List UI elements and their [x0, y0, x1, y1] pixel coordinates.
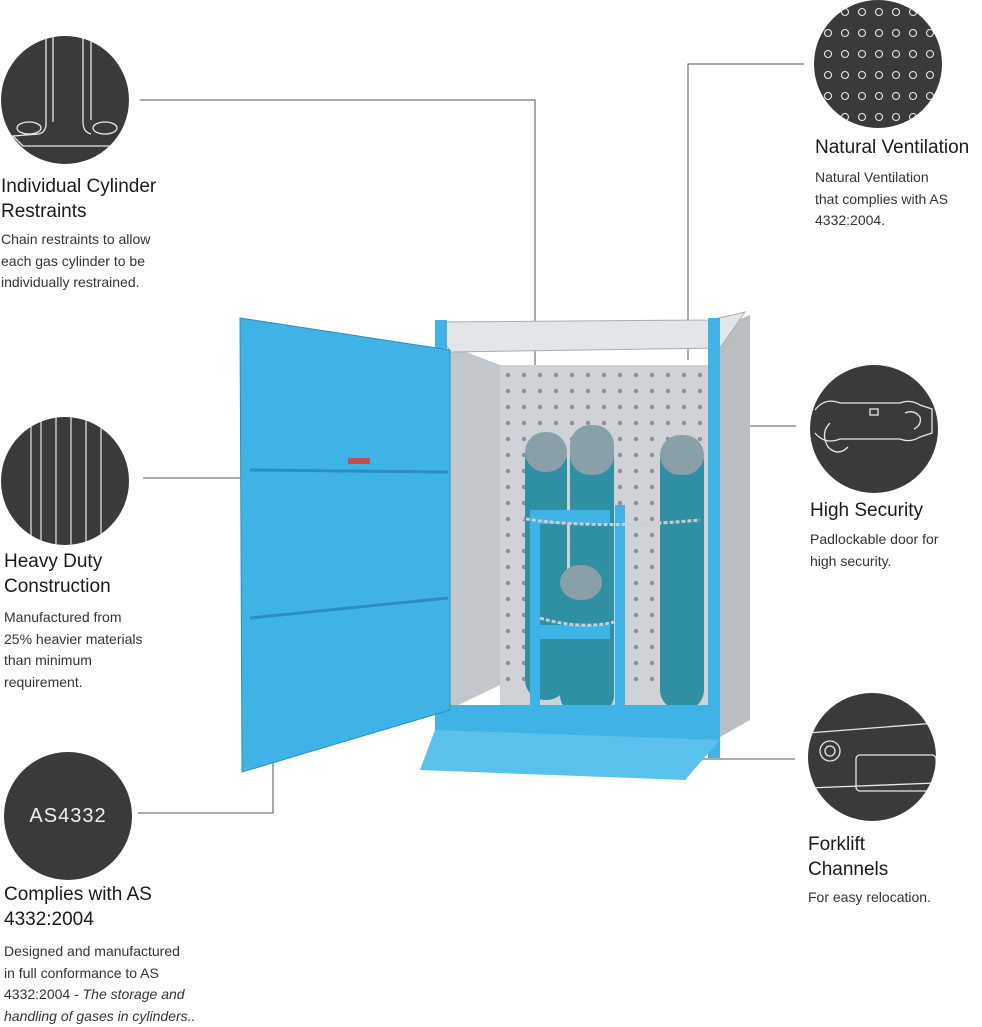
compliance-badge: AS4332: [4, 752, 132, 880]
steel-panel-lines-icon: [30, 417, 102, 545]
security-image: [810, 365, 938, 493]
heavy-duty-image: [1, 417, 129, 545]
restraints-desc-line: individually restrained.: [1, 274, 140, 290]
ventilation-desc-line: that complies with AS: [815, 190, 949, 207]
gas-cylinders: [525, 425, 704, 715]
security-desc-line: high security.: [810, 552, 892, 569]
restraints-title-line1: Individual Cylinder: [1, 176, 157, 197]
compliance-standard-name: The storage and: [82, 986, 185, 1002]
chain-restraint-detail-icon: [11, 36, 126, 147]
security-title: High Security: [810, 500, 923, 521]
cage-door: [239, 317, 451, 773]
compliance-desc-line: in full conformance to AS: [4, 964, 159, 981]
restraints-description: Chain restraints to allow each gas cylin…: [1, 229, 150, 294]
standard-badge-icon: AS4332: [29, 804, 107, 827]
forklift-description: For easy relocation.: [808, 887, 931, 909]
forklift-title-line1: Forklift: [808, 834, 865, 855]
security-description: Padlockable door for high security.: [810, 529, 938, 572]
restraints-desc-line: each gas cylinder to be: [1, 252, 145, 269]
restraints-desc-line: Chain restraints to allow: [1, 231, 151, 247]
compliance-title-line2: 4332:2004: [4, 909, 94, 930]
heavy-duty-desc-line: 25% heavier materials: [4, 630, 143, 647]
restraints-title-line2: Restraints: [1, 201, 87, 222]
restraints-title: Individual Cylinder Restraints: [1, 174, 156, 224]
compliance-standard-name: handling of gases in cylinders..: [4, 1007, 196, 1024]
heavy-duty-title-line2: Construction: [4, 576, 111, 597]
padlock-latch-icon: [814, 400, 933, 453]
perforated-panel-icon: [823, 7, 935, 122]
gas-cylinder-cage-image: [239, 311, 750, 780]
ventilation-description: Natural Ventilation that complies with A…: [815, 167, 948, 232]
ventilation-image: [814, 0, 942, 128]
heavy-duty-desc-line: Manufactured from: [4, 609, 122, 625]
compliance-desc-line: 4332:2004 -: [4, 986, 83, 1002]
forklift-image: [808, 693, 936, 821]
compliance-desc-line: Designed and manufactured: [4, 943, 180, 959]
forklift-desc-line: For easy relocation.: [808, 889, 931, 905]
forklift-channel-icon: [808, 722, 936, 792]
heavy-duty-desc-line: than minimum: [4, 652, 92, 668]
compliance-title: Complies with AS 4332:2004: [4, 882, 152, 932]
heavy-duty-title: Heavy Duty Construction: [4, 549, 111, 599]
ventilation-title: Natural Ventilation: [815, 137, 970, 158]
restraints-image: [1, 36, 129, 164]
forklift-title: Forklift Channels: [808, 832, 888, 882]
heavy-duty-description: Manufactured from 25% heavier materials …: [4, 607, 143, 693]
ventilation-desc-line: Natural Ventilation: [815, 169, 929, 185]
heavy-duty-desc-line: requirement.: [4, 673, 83, 690]
door-label: [348, 458, 370, 464]
heavy-duty-title-line1: Heavy Duty: [4, 551, 103, 572]
security-desc-line: Padlockable door for: [810, 531, 939, 547]
compliance-title-line1: Complies with AS: [4, 884, 152, 905]
forklift-title-line2: Channels: [808, 859, 889, 880]
compliance-description: Designed and manufactured in full confor…: [4, 941, 195, 1027]
ventilation-desc-line: 4332:2004.: [815, 212, 886, 228]
